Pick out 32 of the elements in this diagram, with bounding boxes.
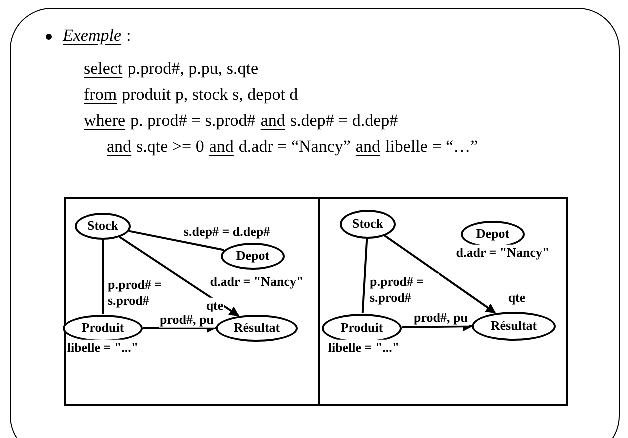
sql-text: d.adr = “Nancy” bbox=[238, 137, 351, 157]
sql-keyword: and bbox=[260, 111, 286, 131]
entity-ellipse: Produit bbox=[322, 314, 402, 342]
edge-label: prod#, pu bbox=[159, 312, 215, 328]
condition-label: d.adr = "Nancy" bbox=[455, 244, 551, 262]
entity-ellipse: Depot bbox=[461, 220, 525, 248]
sql-keyword: and bbox=[107, 137, 132, 157]
edge-label: qte bbox=[205, 298, 225, 314]
sql-text: s.dep# = d.dep# bbox=[290, 111, 398, 131]
sql-text: libelle = “…” bbox=[385, 137, 478, 157]
sql-text: produit p, stock s, depot d bbox=[122, 85, 298, 105]
entity-ellipse: Résultat bbox=[216, 314, 298, 342]
arrow bbox=[384, 234, 496, 314]
entity-ellipse: Depot bbox=[221, 242, 285, 270]
sql-text: s.qte >= 0 bbox=[136, 137, 204, 157]
sql-keyword: select bbox=[84, 59, 123, 79]
entity-ellipse: Produit bbox=[63, 314, 143, 342]
sql-text: : bbox=[126, 26, 132, 46]
sql-keyword: and bbox=[356, 137, 380, 157]
connector-line bbox=[102, 240, 104, 314]
connector-line bbox=[362, 238, 368, 314]
sql-keyword: and bbox=[209, 137, 234, 157]
entity-ellipse: Stock bbox=[340, 210, 396, 238]
entity-ellipse: Résultat bbox=[472, 312, 556, 340]
connector-line bbox=[128, 230, 224, 252]
sql-keyword: where bbox=[84, 111, 126, 131]
sql-keyword: from bbox=[84, 85, 118, 105]
sql-text: p. prod# = s.prod# bbox=[130, 111, 256, 131]
sql-keyword: Exemple bbox=[63, 26, 122, 46]
sql-text: p.prod#, p.pu, s.qte bbox=[128, 59, 258, 79]
arrow bbox=[118, 236, 240, 317]
entity-ellipse: Stock bbox=[75, 212, 131, 240]
